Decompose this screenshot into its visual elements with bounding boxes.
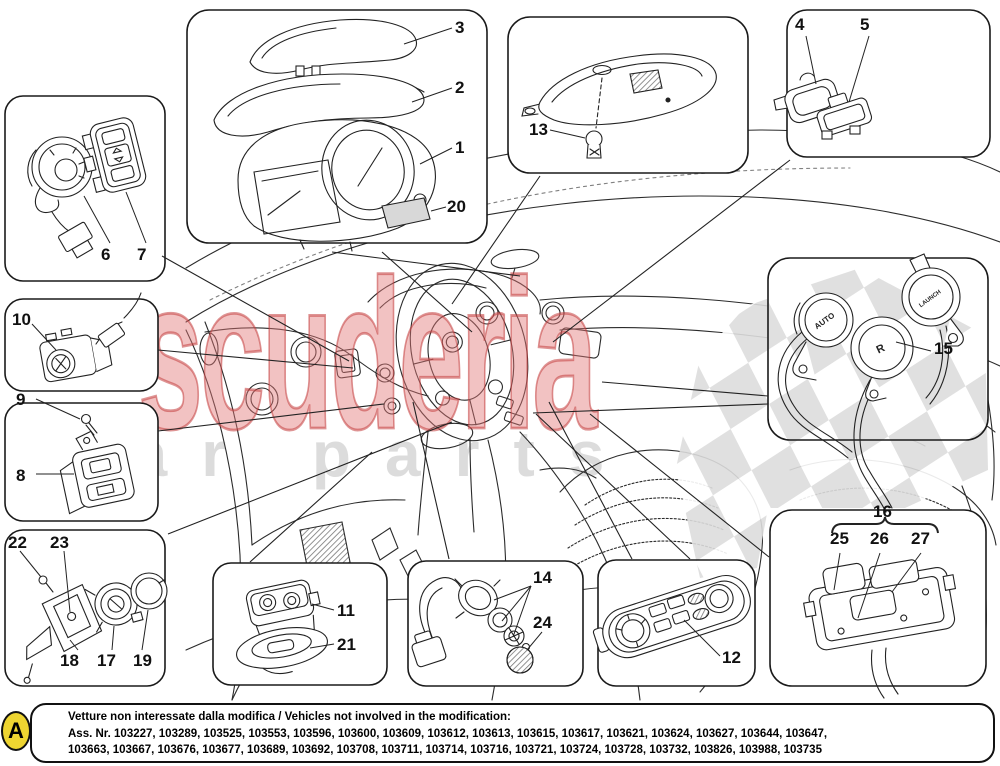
part-label-13: 13 (529, 120, 548, 139)
part-label-24: 24 (533, 613, 552, 632)
part-label-3: 3 (455, 18, 465, 37)
footer-serials-line2: 103663, 103667, 103676, 103677, 103689, … (68, 744, 822, 756)
part-20-pad-drawing (381, 197, 431, 229)
leader-lines (157, 159, 791, 563)
part-10-switch-drawing (39, 292, 142, 383)
footer-note-box: Vetture non interessate dalla modifica /… (30, 703, 995, 763)
part-8-switch-drawing (59, 430, 135, 515)
part-label-4: 4 (795, 15, 805, 34)
part-label-22: 22 (8, 533, 27, 552)
part-label-27: 27 (911, 529, 930, 548)
box-parts-8-9 (4, 402, 159, 522)
box-parts-4-5 (786, 9, 991, 158)
part-label-17: 17 (97, 651, 116, 670)
part-label-2: 2 (455, 78, 465, 97)
part-label-6: 6 (101, 245, 111, 264)
part-label-1: 1 (455, 138, 465, 157)
box-parts-6-7 (4, 95, 166, 282)
box-parts-14-24 (407, 560, 584, 687)
box-parts-1-3-20 (186, 9, 488, 244)
part-label-10: 10 (12, 310, 31, 329)
part-21-bezel-drawing (236, 627, 328, 675)
box-part-13 (507, 16, 749, 174)
part-label-15: 15 (934, 339, 953, 358)
part-7-switch-panel-drawing (81, 117, 147, 194)
part-13-top-panel-drawing (521, 53, 717, 159)
part-label-19: 19 (133, 651, 152, 670)
part-24-cap-drawing (506, 646, 534, 674)
part-14-power-socket-drawing (411, 577, 531, 668)
part-19-ring-drawing (130, 572, 168, 610)
part-3-upper-cover-drawing (249, 18, 418, 77)
part-label-9: 9 (16, 390, 26, 409)
part-18-bracket-drawing (23, 575, 103, 684)
part-label-26: 26 (870, 529, 889, 548)
part-17-lock-barrel-drawing (84, 582, 144, 633)
part-label-5: 5 (860, 15, 870, 34)
box-parts-17-23 (4, 529, 166, 687)
part-12-climate-panel-drawing (592, 575, 751, 659)
part-15-wheel-buttons-drawing (777, 253, 964, 513)
part-9-screw-drawing (80, 413, 98, 436)
part-6-rotary-knob-drawing (27, 136, 94, 259)
box-parts-11-21 (212, 562, 388, 686)
box-part-10 (4, 298, 159, 392)
box-parts-16-25-27 (769, 509, 987, 687)
part-label-25: 25 (830, 529, 849, 548)
box-part-15 (767, 257, 989, 441)
group-16-brace (831, 516, 939, 534)
footer-badge-a: A (1, 711, 31, 751)
part-5-switch-drawing (816, 92, 873, 140)
panel-box-borders (4, 9, 991, 687)
part-label-12: 12 (722, 648, 741, 667)
part-label-21: 21 (337, 635, 356, 654)
part-label-20: 20 (447, 197, 466, 216)
part-label-14: 14 (533, 568, 552, 587)
box-part-12 (597, 559, 756, 687)
footer-note-title: Vetture non interessate dalla modifica /… (68, 711, 511, 723)
part-label-23: 23 (50, 533, 69, 552)
footer-serials-line1: Ass. Nr. 103227, 103289, 103525, 103553,… (68, 727, 828, 740)
label-pointer-lines (19, 27, 939, 657)
part-label-8: 8 (16, 466, 26, 485)
part-label-16: 16 (873, 502, 892, 521)
part-label-7: 7 (137, 245, 147, 264)
part-label-18: 18 (60, 651, 79, 670)
part-label-11: 11 (337, 601, 355, 620)
part-16-switch-assembly-drawing (803, 559, 957, 699)
part-2-inner-cover-drawing (213, 73, 425, 137)
